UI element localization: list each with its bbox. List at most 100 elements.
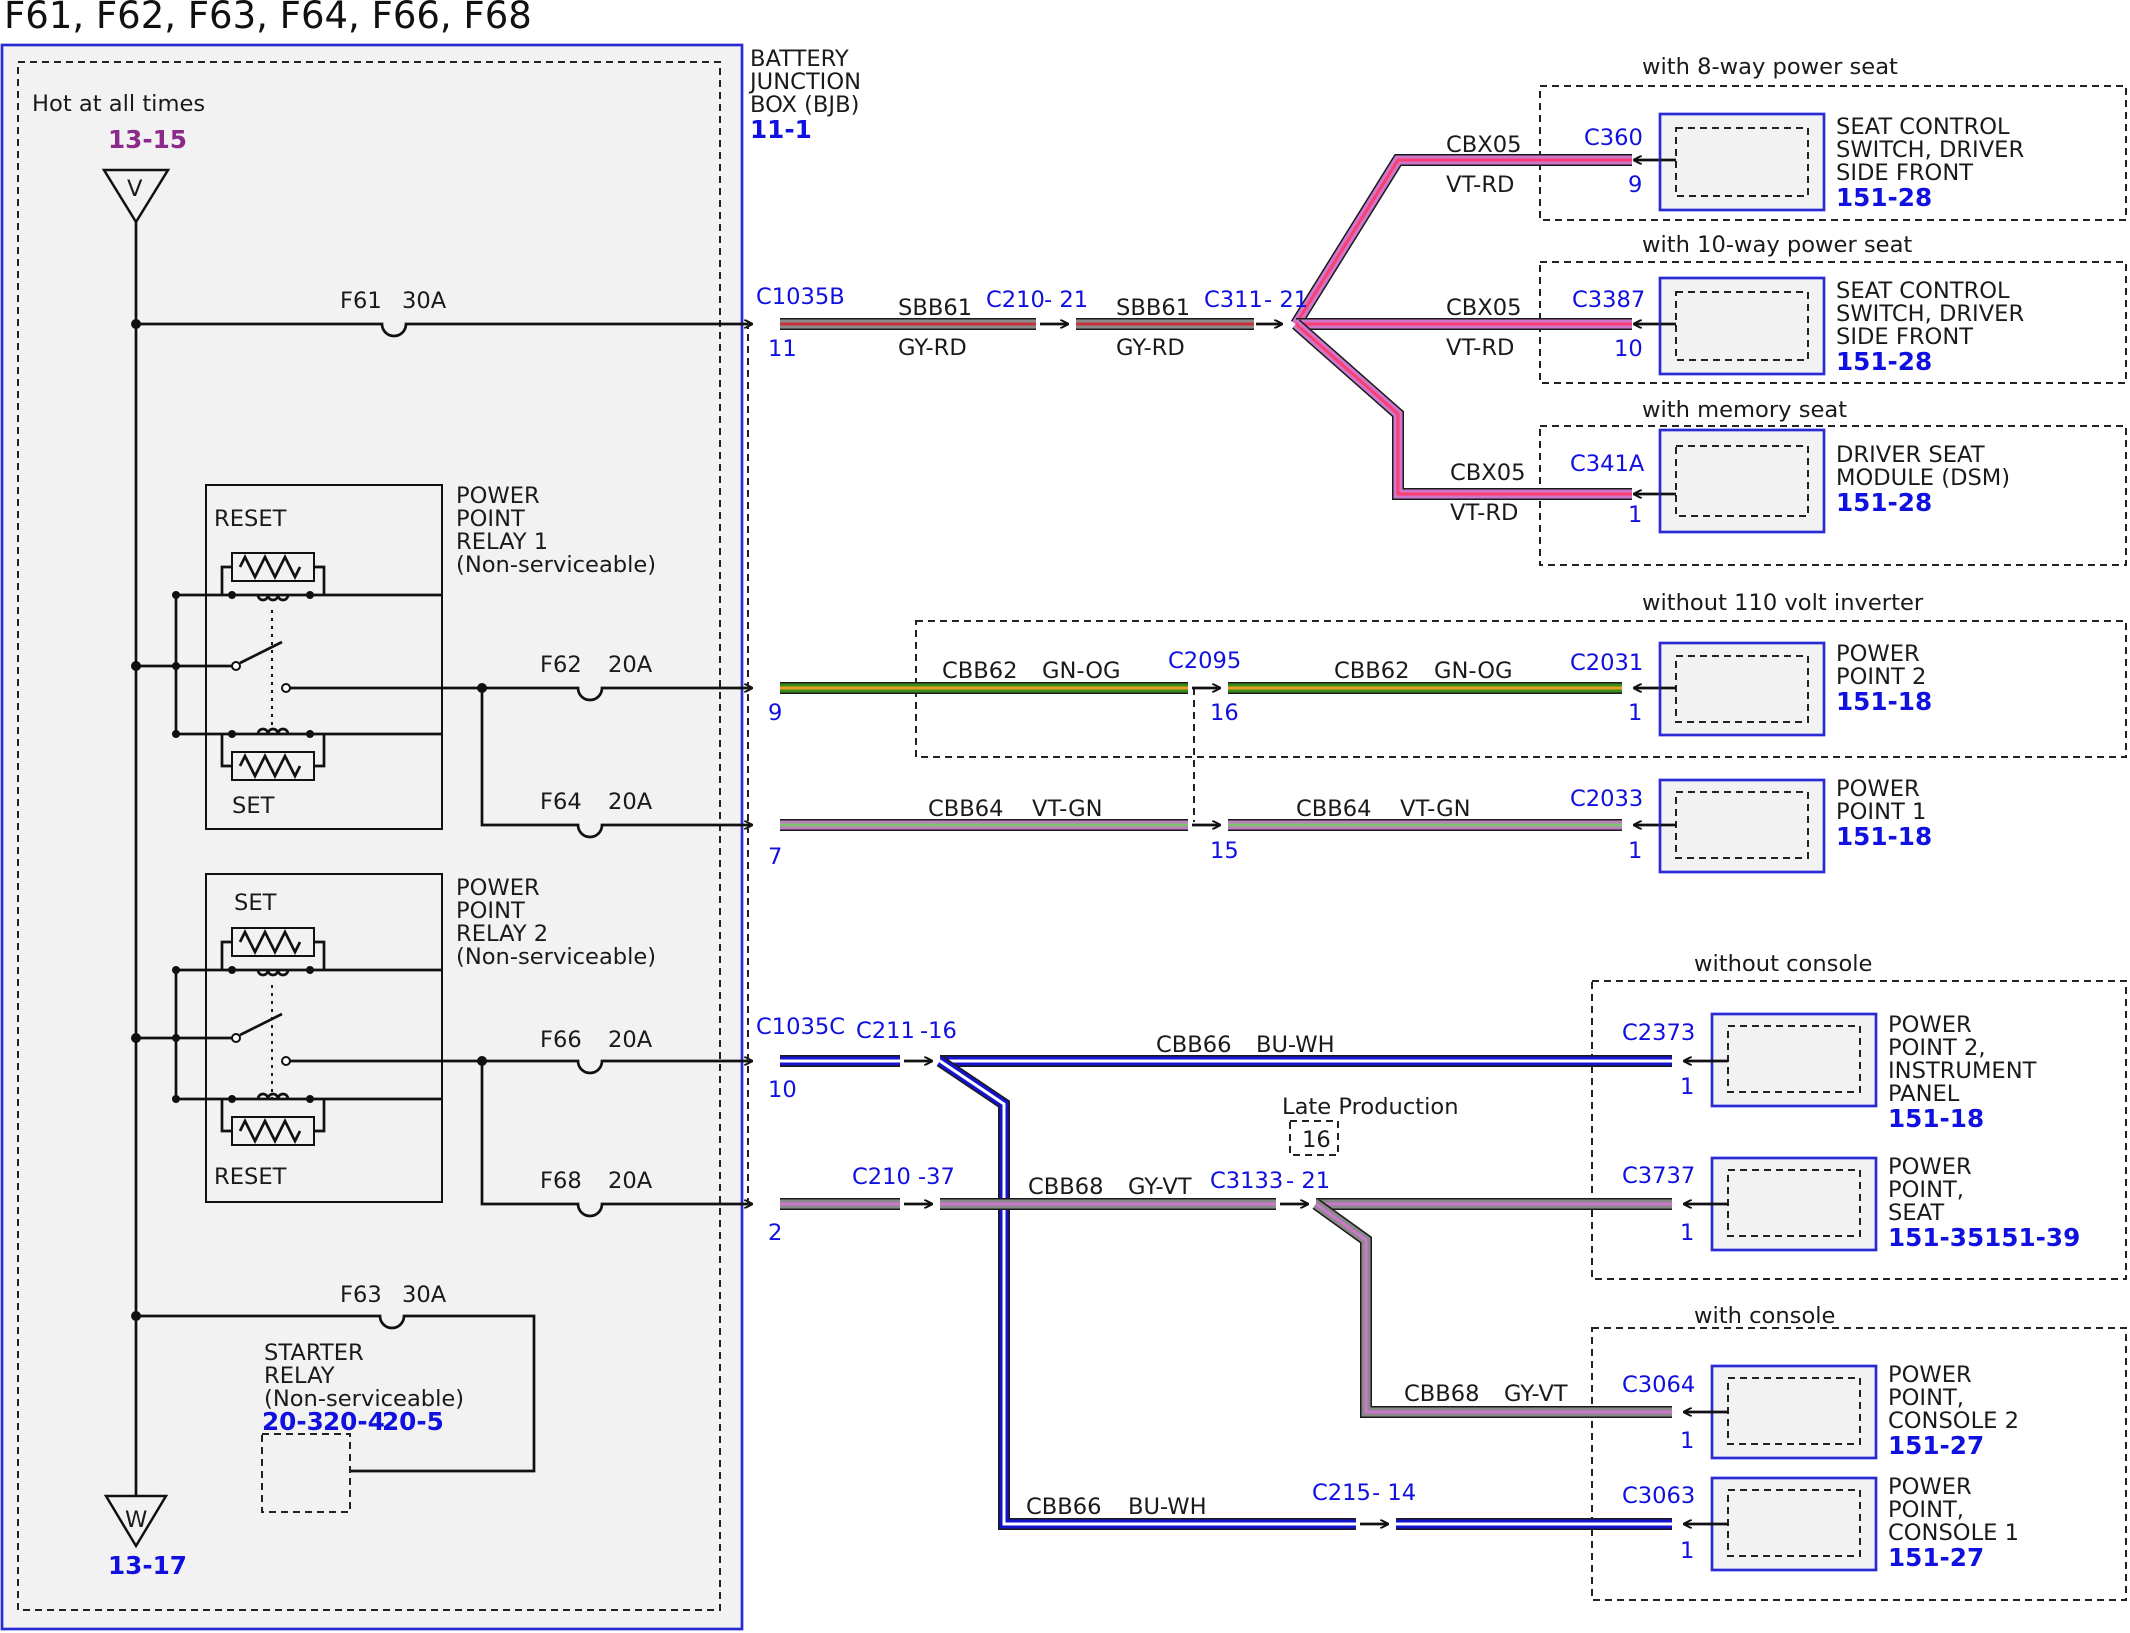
svg-text:SEAT CONTROL: SEAT CONTROL (1836, 278, 2010, 304)
fuse-f68 (480, 1061, 752, 1218)
circuit-cbb64-a: CBB64 (928, 796, 1004, 822)
color-vt-gn-a: VT-GN (1032, 796, 1103, 822)
pin-c210-21: - 21 (1044, 287, 1088, 313)
component-dsm[interactable]: DRIVER SEAT MODULE (DSM) 151-28 (1658, 428, 2010, 534)
bjb-inner-boundary (17, 61, 721, 1611)
fuse-f61-label: F61 (340, 288, 382, 314)
svg-text:POINT,: POINT, (1888, 1385, 1964, 1411)
connector-c3063[interactable]: C3063 (1622, 1483, 1695, 1509)
component-power-point-seat[interactable]: POWER POINT, SEAT 151-35151-39 (1710, 1154, 2080, 1252)
option-memory: with memory seat (1642, 397, 1847, 423)
svg-text:POINT: POINT (456, 898, 525, 924)
connector-c2373[interactable]: C2373 (1622, 1020, 1695, 1046)
component-power-point-console-1[interactable]: POWER POINT, CONSOLE 1 151-27 (1710, 1474, 2019, 1572)
svg-text:151-18: 151-18 (1836, 822, 1932, 851)
connector-c3064[interactable]: C3064 (1622, 1372, 1695, 1398)
connector-c3387[interactable]: C3387 (1572, 287, 1645, 313)
pin-16: 16 (1210, 700, 1239, 726)
relay-2-reset-coil (176, 1092, 442, 1146)
svg-text:POINT 1: POINT 1 (1836, 799, 1926, 825)
component-seat10[interactable]: SEAT CONTROL SWITCH, DRIVER SIDE FRONT 1… (1658, 276, 2024, 376)
svg-text:151-28: 151-28 (1836, 488, 1932, 517)
bjb-ref[interactable]: 11-1 (750, 115, 812, 144)
svg-text:BOX (BJB): BOX (BJB) (750, 92, 859, 118)
fuse-f63-label: F63 (340, 1282, 382, 1308)
relay-1-box (205, 484, 443, 830)
svg-text:RELAY 1: RELAY 1 (456, 529, 548, 555)
svg-text:(Non-serviceable): (Non-serviceable) (264, 1386, 464, 1412)
svg-text:V: V (127, 176, 143, 202)
late-production-box (1289, 1120, 1339, 1156)
connector-c210-a[interactable]: C210 (986, 287, 1045, 313)
bjb-box (0, 43, 744, 1631)
svg-text:151-27: 151-27 (1888, 1431, 1984, 1460)
component-seat8[interactable]: SEAT CONTROL SWITCH, DRIVER SIDE FRONT 1… (1658, 112, 2024, 212)
circuit-cbb66-b: CBB66 (1026, 1494, 1102, 1520)
top-bus-v: V (101, 168, 171, 225)
color-gy-vt-b: GY-VT (1504, 1381, 1568, 1407)
circuit-cbx05-a: CBX05 (1446, 132, 1522, 158)
late-production-pin: 16 (1302, 1127, 1331, 1153)
connector-c3133[interactable]: C3133 (1210, 1168, 1283, 1194)
connector-c215[interactable]: C215 (1312, 1480, 1371, 1506)
svg-text:(Non-serviceable): (Non-serviceable) (456, 552, 656, 578)
svg-text:151-28: 151-28 (1836, 183, 1932, 212)
color-gn-og-a: GN-OG (1042, 658, 1120, 684)
pin-c341a: 1 (1628, 502, 1642, 528)
connector-c2031[interactable]: C2031 (1570, 650, 1643, 676)
option-no-console: without console (1694, 951, 1872, 977)
connector-c311[interactable]: C311 (1204, 287, 1263, 313)
component-power-point-2-ip[interactable]: POWER POINT 2, INSTRUMENT PANEL 151-18 (1710, 1012, 2037, 1133)
option-box-seat8 (1539, 85, 2127, 221)
pin-c215-14: - 14 (1372, 1480, 1416, 1506)
pin-c2033: 1 (1628, 838, 1642, 864)
svg-text:SIDE FRONT: SIDE FRONT (1836, 160, 1973, 186)
svg-text:POWER: POWER (1836, 776, 1920, 802)
starter-ref-1[interactable]: 20-3 (262, 1407, 324, 1436)
svg-text:151-18: 151-18 (1888, 1104, 1984, 1133)
starter-ref-2[interactable]: 20-4 (323, 1407, 385, 1436)
pin-c211-16: -16 (920, 1018, 957, 1044)
connector-c1035b[interactable]: C1035B (756, 284, 845, 310)
connector-c210-b[interactable]: C210 (852, 1164, 911, 1190)
ground-ref[interactable]: 13-17 (108, 1551, 187, 1580)
circuit-cbb68-b: CBB68 (1404, 1381, 1480, 1407)
connector-c2095[interactable]: C2095 (1168, 648, 1241, 674)
connector-c2033[interactable]: C2033 (1570, 786, 1643, 812)
starter-relay-name: STARTER RELAY (Non-serviceable) (264, 1340, 464, 1412)
svg-text:POWER: POWER (456, 483, 540, 509)
pin-c3133-21: - 21 (1286, 1168, 1330, 1194)
pin-c2031: 1 (1628, 700, 1642, 726)
pin-11: 11 (768, 336, 797, 362)
color-bu-wh-b: BU-WH (1128, 1494, 1207, 1520)
connector-c341a[interactable]: C341A (1570, 451, 1645, 477)
bjb-label: BATTERY JUNCTION BOX (BJB) (748, 46, 861, 118)
component-power-point-1[interactable]: POWER POINT 1 151-18 (1658, 776, 1932, 874)
svg-text:POINT: POINT (456, 506, 525, 532)
connector-c360[interactable]: C360 (1584, 125, 1643, 151)
option-no-inverter: without 110 volt inverter (1642, 590, 1924, 616)
power-ref[interactable]: 13-15 (108, 125, 187, 154)
component-power-point-console-2[interactable]: POWER POINT, CONSOLE 2 151-27 (1710, 1362, 2019, 1460)
fuse-f66-label: F66 (540, 1027, 582, 1053)
hot-label: Hot at all times (32, 91, 205, 117)
connector-c211[interactable]: C211 (856, 1018, 915, 1044)
component-power-point-2[interactable]: POWER POINT 2 151-18 (1658, 641, 1932, 737)
relay-2-switch (136, 985, 291, 1105)
pin-7: 7 (768, 844, 782, 870)
svg-text:151-28: 151-28 (1836, 347, 1932, 376)
pin-15: 15 (1210, 838, 1239, 864)
connector-c1035c[interactable]: C1035C (756, 1014, 845, 1040)
diagram-title: F61, F62, F63, F64, F66, F68 (4, 0, 532, 37)
fuse-f64-label: F64 (540, 789, 582, 815)
pin-c3064: 1 (1680, 1428, 1694, 1454)
svg-text:POWER: POWER (1888, 1362, 1972, 1388)
relay-2-set-coil (176, 927, 442, 977)
connector-c3737[interactable]: C3737 (1622, 1163, 1695, 1189)
starter-ref-3[interactable]: 20-5 (382, 1407, 444, 1436)
circuit-cbb66-a: CBB66 (1156, 1032, 1232, 1058)
color-vt-rd-a: VT-RD (1446, 172, 1514, 198)
pin-9: 9 (768, 700, 782, 726)
svg-text:151-18: 151-18 (1836, 687, 1932, 716)
starter-relay-box (261, 1433, 351, 1513)
